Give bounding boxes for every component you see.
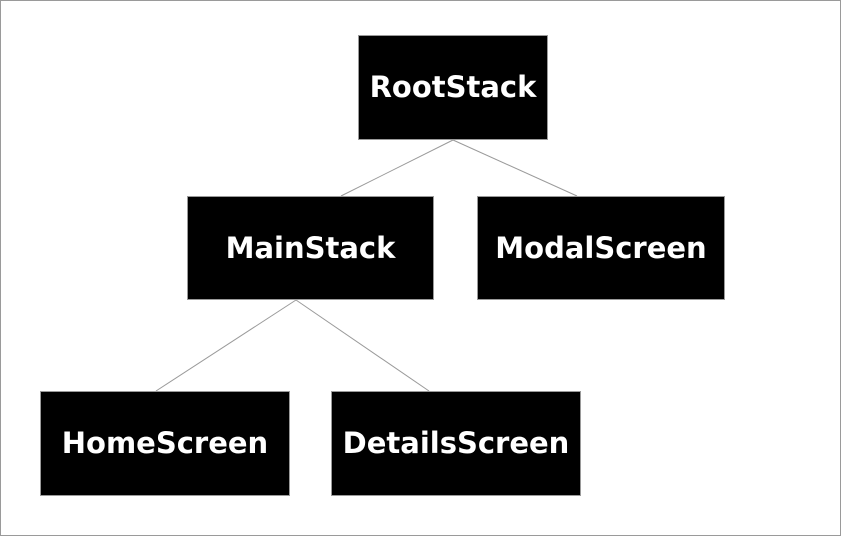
edge-main-to-details <box>295 299 430 392</box>
node-modalscreen-label: ModalScreen <box>495 230 707 265</box>
node-mainstack-label: MainStack <box>225 230 396 265</box>
node-detailsscreen-label: DetailsScreen <box>342 426 570 460</box>
node-detailsscreen[interactable]: DetailsScreen <box>331 391 581 496</box>
node-homescreen[interactable]: HomeScreen <box>40 391 290 496</box>
edge-root-to-main <box>340 139 454 197</box>
node-mainstack[interactable]: MainStack <box>187 196 434 300</box>
edge-root-to-modal <box>452 139 578 197</box>
node-modalscreen[interactable]: ModalScreen <box>477 196 725 300</box>
node-homescreen-label: HomeScreen <box>61 426 269 460</box>
edge-main-to-home <box>155 299 297 392</box>
node-rootstack[interactable]: RootStack <box>358 35 548 140</box>
node-rootstack-label: RootStack <box>369 70 537 104</box>
